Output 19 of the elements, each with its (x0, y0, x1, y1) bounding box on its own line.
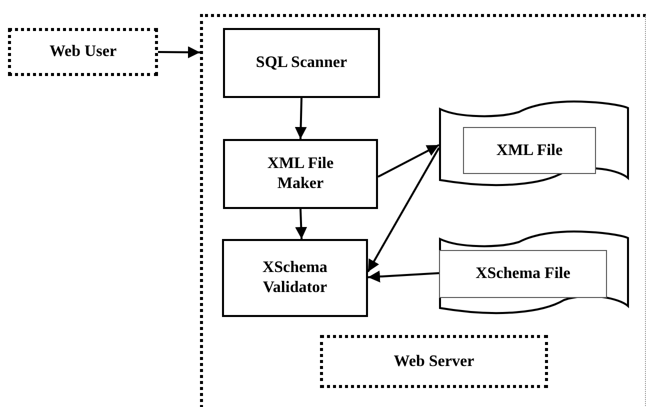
node-label: XML File Maker (266, 154, 335, 194)
file-name-label: XSchema File (439, 250, 607, 298)
process-box (222, 239, 368, 317)
arrow (294, 98, 307, 140)
arrow (367, 147, 440, 272)
process-box (223, 28, 380, 98)
node-label: Web User (48, 42, 118, 62)
file-name-label: XML File (463, 127, 596, 174)
node-label: Web Server (392, 352, 476, 372)
arrow (295, 208, 308, 240)
arrow (158, 46, 200, 58)
process-box (223, 139, 378, 209)
server-region (200, 14, 646, 407)
node-label: SQL Scanner (254, 53, 348, 73)
node-label: XSchema Validator (262, 258, 328, 298)
arrow (368, 270, 440, 283)
actor-box (8, 28, 158, 76)
arrow (378, 144, 440, 178)
actor-box (320, 335, 548, 388)
